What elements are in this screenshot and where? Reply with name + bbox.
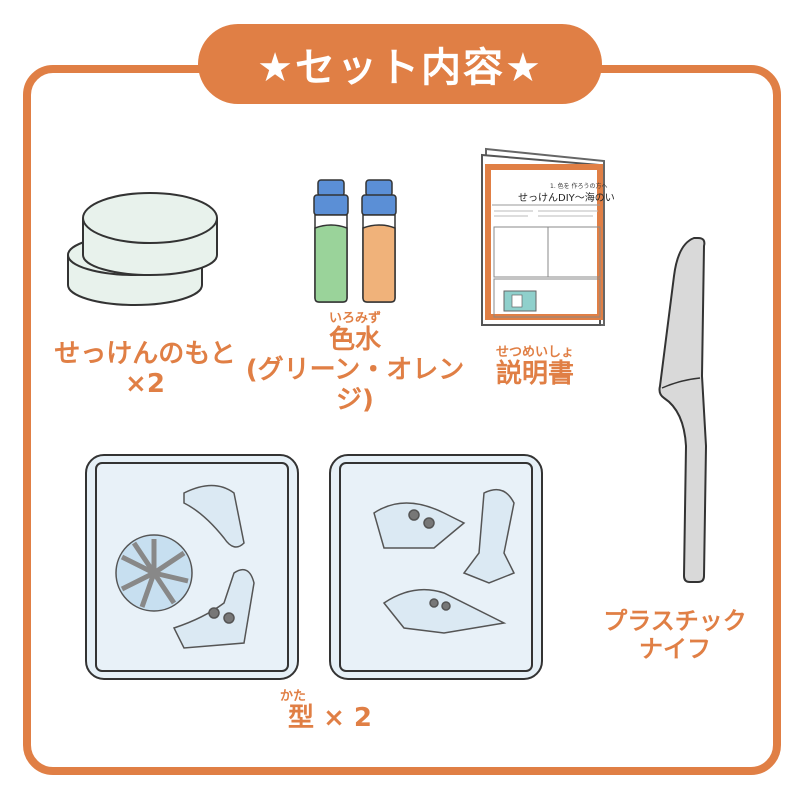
manual-title: 説明書	[495, 359, 574, 389]
soap-base-icon	[67, 192, 218, 306]
color-water-title: 色水	[328, 325, 381, 355]
manual-booklet-icon: 1. 色を 作ろうの方へ せっけんDIY～海のい	[481, 147, 615, 326]
soap-base-label: せっけんのもと ×2	[40, 339, 250, 400]
soap-base-name: せっけんのもと	[54, 339, 236, 369]
color-bottles-icon	[313, 179, 397, 303]
dinosaur-mold-icon	[85, 454, 543, 680]
booklet-heading: せっけんDIY～海のい	[518, 191, 615, 204]
booklet-small-header: 1. 色を 作ろうの方へ	[550, 182, 608, 190]
color-water-ruby: いろみず	[328, 311, 381, 326]
molds-ruby: かた	[280, 689, 307, 704]
manual-ruby: せつめいしょ	[495, 345, 574, 360]
knife-label: プラスチック ナイフ	[600, 607, 750, 663]
knife-name-2: ナイフ	[639, 634, 711, 663]
color-water-subtitle: (グリーン・オレンジ)	[245, 354, 465, 415]
plastic-knife-icon	[658, 237, 708, 583]
page-title: ★セット内容★	[257, 45, 543, 91]
molds-count: × 2	[323, 703, 372, 733]
title-banner: ★セット内容★	[198, 24, 602, 104]
molds-label: かた 型 × 2	[270, 690, 390, 734]
soap-base-count: ×2	[125, 368, 165, 399]
manual-label: せつめいしょ 説明書	[470, 346, 600, 390]
molds-title: 型	[287, 703, 314, 733]
color-water-label: いろみず 色水 (グリーン・オレンジ)	[230, 312, 480, 416]
knife-name-1: プラスチック	[603, 607, 747, 635]
